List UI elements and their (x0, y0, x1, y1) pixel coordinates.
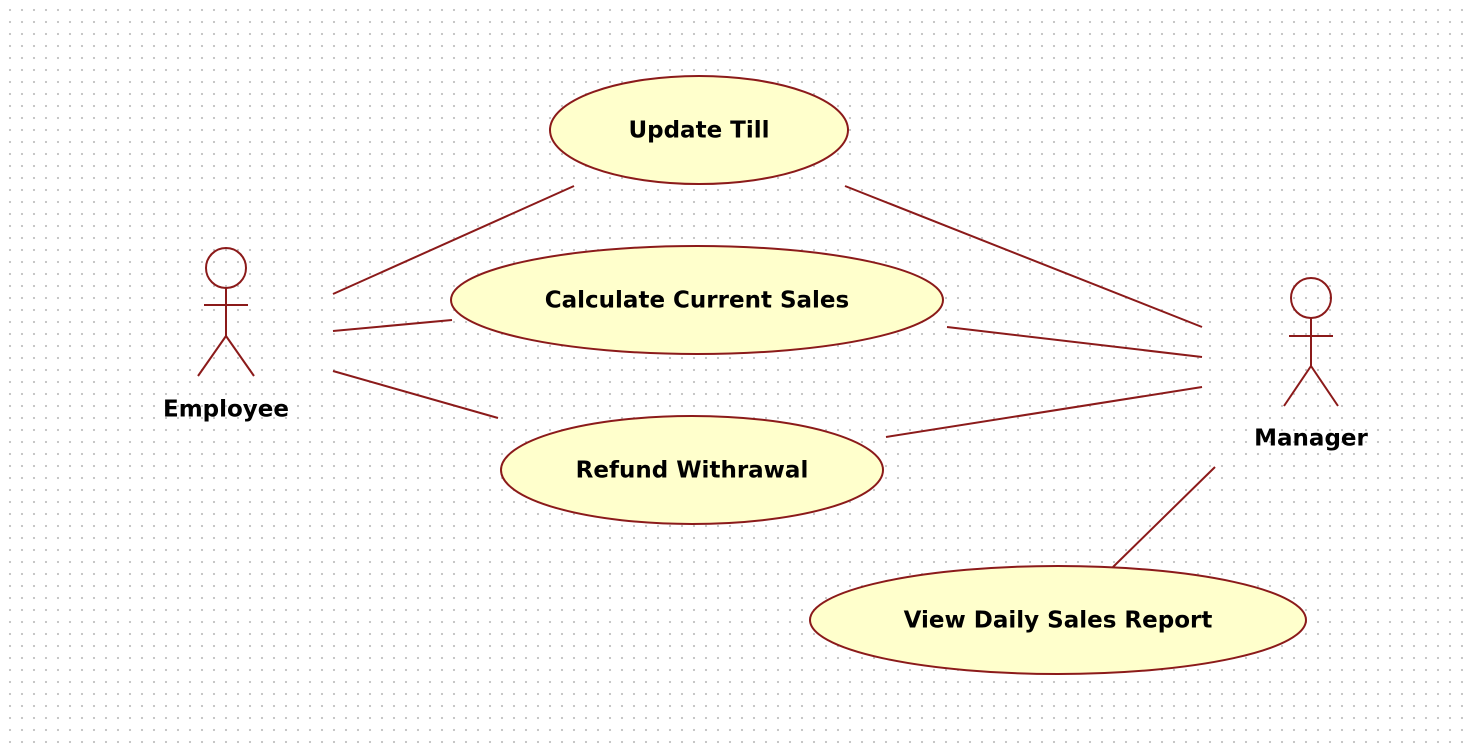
use-case-label: Calculate Current Sales (545, 288, 849, 314)
association-employee-calculate-current-sales[interactable] (332, 319, 453, 332)
use-case-update-till[interactable]: Update Till (549, 75, 849, 185)
association-manager-refund-withdrawal[interactable] (885, 386, 1203, 438)
association-manager-calculate-current-sales[interactable] (946, 326, 1203, 358)
use-case-calculate-current-sales[interactable]: Calculate Current Sales (450, 245, 944, 355)
actor-left-leg (197, 335, 227, 377)
stick-figure-icon (1283, 277, 1339, 407)
association-manager-update-till[interactable] (844, 185, 1203, 328)
association-employee-refund-withdrawal[interactable] (332, 370, 499, 419)
use-case-refund-withdrawal[interactable]: Refund Withrawal (500, 415, 884, 525)
use-case-ellipse[interactable] (500, 415, 884, 525)
actor-label: Employee (163, 397, 289, 423)
use-case-ellipse[interactable] (450, 245, 944, 355)
use-case-label: View Daily Sales Report (904, 608, 1213, 634)
use-case-label: Refund Withrawal (576, 458, 809, 484)
actor-left-leg (1283, 365, 1312, 407)
use-case-label: Update Till (628, 118, 769, 144)
actor-manager[interactable]: Manager (1254, 277, 1369, 452)
association-employee-update-till[interactable] (332, 185, 575, 295)
stick-figure-icon (197, 247, 255, 377)
use-case-ellipse[interactable] (809, 565, 1307, 675)
use-case-view-daily-sales-report[interactable]: View Daily Sales Report (809, 565, 1307, 675)
actor-label: Manager (1254, 426, 1368, 452)
association-manager-view-daily-sales-report[interactable] (1112, 466, 1216, 568)
actor-head (205, 247, 247, 289)
actor-employee[interactable]: Employee (163, 247, 289, 423)
use-case-ellipse[interactable] (549, 75, 849, 185)
associations (332, 185, 1216, 568)
actor-right-leg (1310, 365, 1339, 407)
actor-head (1290, 277, 1332, 319)
actor-right-leg (225, 335, 255, 377)
